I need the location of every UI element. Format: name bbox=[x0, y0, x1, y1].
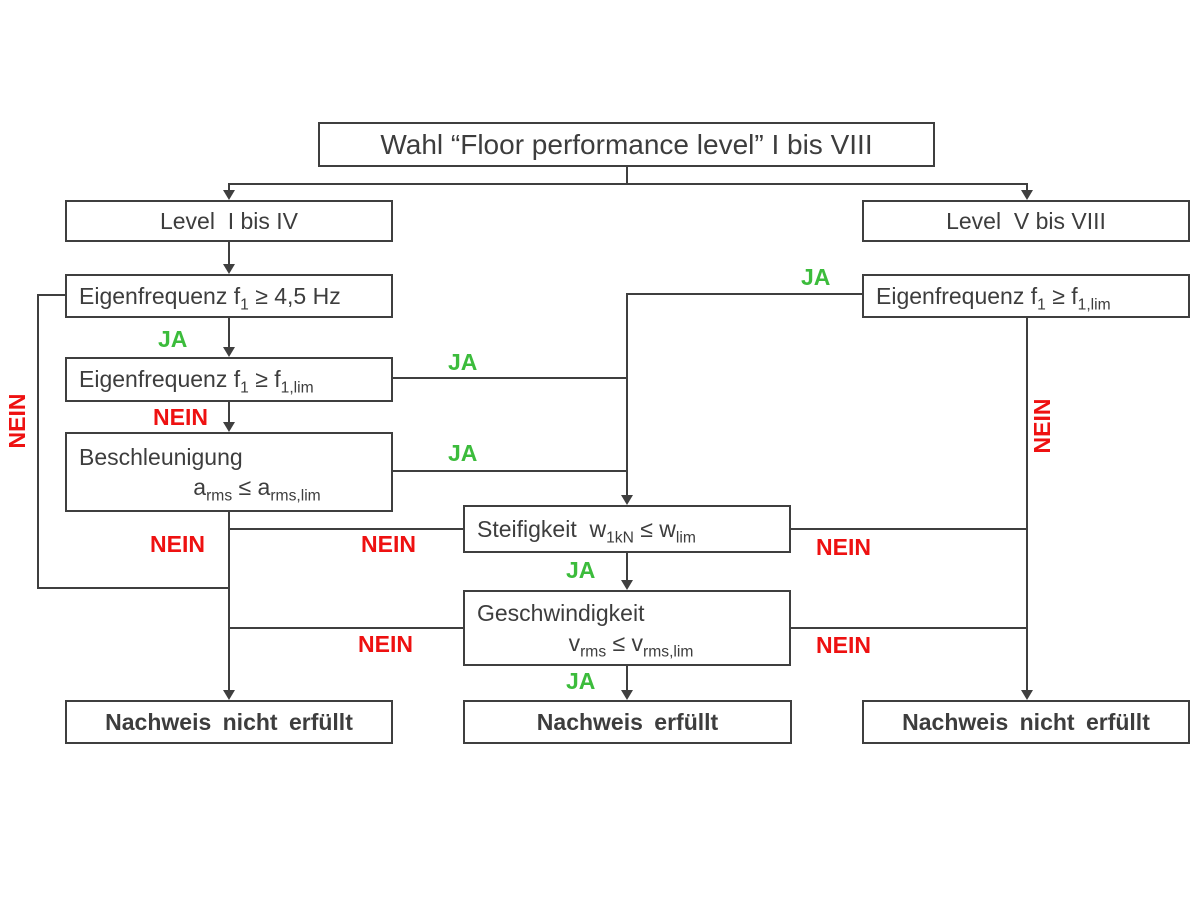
edge-label-ja: JA bbox=[801, 264, 831, 290]
node-label: Level V bis VIII bbox=[946, 207, 1106, 234]
formula: vrms ≤ vrms,lim bbox=[473, 629, 789, 661]
formula-text: ≤ w bbox=[633, 515, 676, 542]
node-geschwindigkeit: Geschwindigkeit vrms ≤ vrms,lim bbox=[463, 590, 791, 666]
formula-text: ≥ 4,5 Hz bbox=[248, 282, 341, 309]
arrowhead-down-icon bbox=[223, 690, 235, 700]
arrowhead-down-icon bbox=[1021, 190, 1033, 200]
edge-label-nein: NEIN bbox=[358, 631, 413, 657]
formula-subscript: rms,lim bbox=[270, 487, 321, 505]
formula-subscript: 1 bbox=[240, 296, 249, 314]
arrowhead-down-icon bbox=[223, 190, 235, 200]
edge-label-nein: NEIN bbox=[816, 534, 871, 560]
arrowhead-down-icon bbox=[223, 264, 235, 274]
formula-subscript: rms bbox=[580, 643, 607, 661]
line-freqlim-ja-right bbox=[393, 377, 627, 379]
arrowhead-down-icon bbox=[621, 495, 633, 505]
formula-subscript: 1 bbox=[1037, 296, 1046, 314]
arrowhead-down-icon bbox=[1021, 690, 1033, 700]
edge-label-nein-rotated: NEIN bbox=[1029, 398, 1055, 454]
node-label: Nachweis erfüllt bbox=[536, 708, 719, 735]
line-top-split bbox=[228, 183, 1028, 185]
node-label: Beschleunigung bbox=[79, 443, 243, 470]
line-beschleunigung-to-result-left bbox=[228, 512, 230, 692]
node-label: Nachweis nicht erfüllt bbox=[105, 708, 353, 735]
line-left-loop-vertical bbox=[37, 294, 39, 589]
formula: Eigenfrequenz f1 ≥ f1,lim bbox=[876, 282, 1111, 314]
edge-label-ja: JA bbox=[566, 557, 596, 583]
line-geschwindigkeit-nein-right bbox=[791, 627, 1028, 629]
node-label: Geschwindigkeit bbox=[477, 599, 645, 626]
formula-text: v bbox=[568, 629, 581, 656]
line-steifigkeit-nein-right bbox=[791, 528, 1028, 530]
formula-text: ≤ a bbox=[232, 473, 271, 500]
line-freqlim-to-beschleunigung bbox=[228, 402, 230, 424]
node-eigenfrequenz-f1lim-left: Eigenfrequenz f1 ≥ f1,lim bbox=[65, 357, 393, 402]
formula: Eigenfrequenz f1 ≥ f1,lim bbox=[79, 366, 314, 396]
formula-text: a bbox=[193, 473, 207, 500]
formula-text: Eigenfrequenz f bbox=[876, 282, 1038, 309]
formula-subscript: 1,lim bbox=[1077, 296, 1111, 314]
formula-text: Eigenfrequenz f bbox=[79, 366, 241, 392]
node-eigenfrequenz-f1lim-right: Eigenfrequenz f1 ≥ f1,lim bbox=[862, 274, 1190, 318]
arrowhead-down-icon bbox=[621, 580, 633, 590]
formula-text: ≤ v bbox=[606, 629, 644, 656]
formula: arms ≤ arms,lim bbox=[123, 473, 391, 505]
edge-label-nein-rotated: NEIN bbox=[4, 393, 30, 449]
node-steifigkeit: Steifigkeit w1kN ≤ wlim bbox=[463, 505, 791, 553]
node-eigenfrequenz-45hz: Eigenfrequenz f1 ≥ 4,5 Hz bbox=[65, 274, 393, 318]
line-level-to-freq45 bbox=[228, 242, 230, 266]
edge-label-ja: JA bbox=[158, 326, 188, 352]
node-label: Nachweis nicht erfüllt bbox=[902, 708, 1150, 735]
formula-text: Eigenfrequenz f bbox=[79, 282, 241, 309]
edge-label-ja: JA bbox=[448, 349, 478, 375]
line-steifigkeit-nein-left bbox=[229, 528, 463, 530]
line-freq45-to-freqlim bbox=[228, 318, 230, 349]
formula-text: ≥ f bbox=[248, 366, 281, 392]
edge-label-nein: NEIN bbox=[153, 404, 208, 430]
edge-label-nein: NEIN bbox=[361, 531, 416, 557]
node-title: Wahl “Floor performance level” I bis VII… bbox=[318, 122, 935, 167]
line-ja-to-freqlim-right bbox=[626, 293, 862, 295]
edge-label-ja: JA bbox=[566, 668, 596, 694]
line-steifigkeit-to-geschwindigkeit bbox=[626, 553, 628, 582]
formula-text: ≥ f bbox=[1045, 282, 1078, 309]
line-freqlim-right-to-result-right bbox=[1026, 318, 1028, 692]
formula: Steifigkeit w1kN ≤ wlim bbox=[477, 515, 696, 547]
line-center-vertical-to-steifigkeit bbox=[626, 294, 628, 496]
line-beschleunigung-ja-right bbox=[393, 470, 627, 472]
node-beschleunigung: Beschleunigung arms ≤ arms,lim bbox=[65, 432, 393, 512]
edge-label-nein: NEIN bbox=[150, 531, 205, 557]
arrowhead-down-icon bbox=[621, 690, 633, 700]
line-geschwindigkeit-nein-left bbox=[229, 627, 463, 629]
formula-subscript: rms bbox=[206, 487, 233, 505]
node-nachweis-nicht-erfuellt-left: Nachweis nicht erfüllt bbox=[65, 700, 393, 744]
formula-subscript: rms,lim bbox=[643, 643, 694, 661]
formula-subscript: 1,lim bbox=[280, 379, 314, 397]
edge-label-ja: JA bbox=[448, 440, 478, 466]
node-level-v-viii: Level V bis VIII bbox=[862, 200, 1190, 242]
line-title-stem bbox=[626, 167, 628, 185]
arrowhead-down-icon bbox=[223, 347, 235, 357]
node-nachweis-nicht-erfuellt-right: Nachweis nicht erfüllt bbox=[862, 700, 1190, 744]
edge-label-nein: NEIN bbox=[816, 632, 871, 658]
node-label: Level I bis IV bbox=[159, 207, 299, 234]
line-left-loop-bottom bbox=[37, 587, 230, 589]
node-nachweis-erfuellt: Nachweis erfüllt bbox=[463, 700, 792, 744]
arrowhead-down-icon bbox=[223, 422, 235, 432]
formula-text: Steifigkeit w bbox=[477, 515, 607, 542]
line-to-level-left bbox=[228, 185, 230, 192]
line-geschwindigkeit-to-result-center bbox=[626, 666, 628, 692]
line-to-level-right bbox=[1026, 185, 1028, 192]
formula-subscript: 1kN bbox=[606, 529, 634, 547]
formula-subscript: 1 bbox=[240, 379, 249, 397]
node-label: Wahl “Floor performance level” I bis VII… bbox=[380, 128, 873, 160]
formula: Eigenfrequenz f1 ≥ 4,5 Hz bbox=[79, 282, 341, 314]
line-freq45-nein-out bbox=[37, 294, 65, 296]
node-level-i-iv: Level I bis IV bbox=[65, 200, 393, 242]
formula-subscript: lim bbox=[675, 529, 696, 547]
